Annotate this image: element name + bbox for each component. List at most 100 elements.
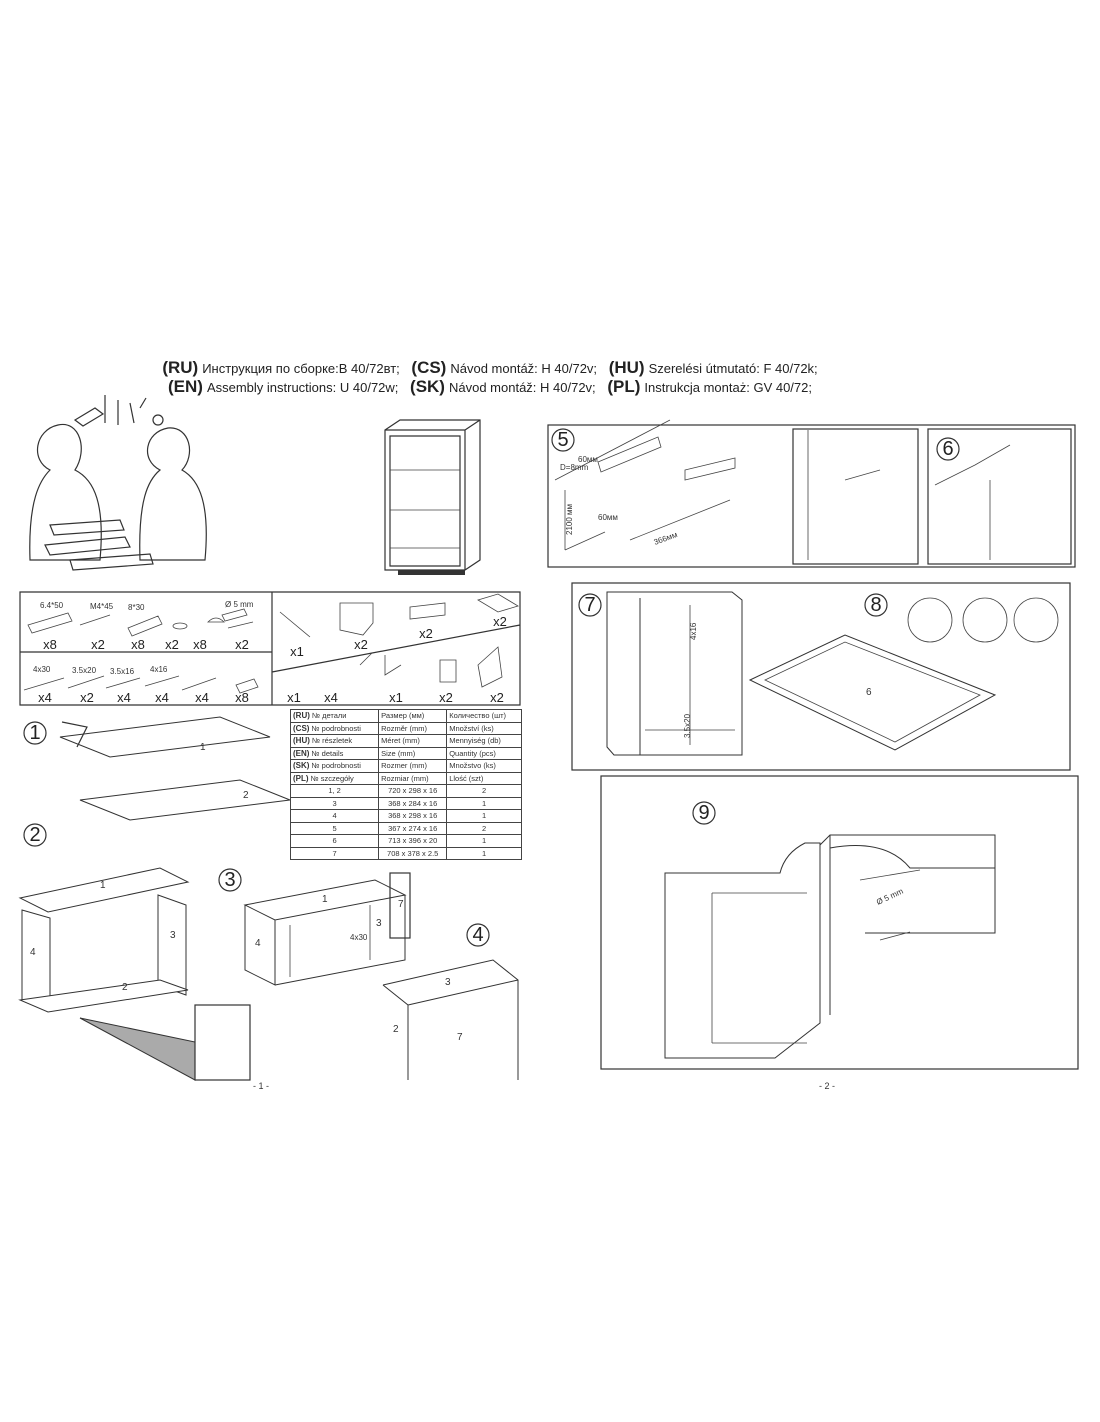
part-size: 713 x 396 x 20: [378, 834, 448, 848]
hw-count: x8: [193, 637, 207, 652]
header-detail: № podrobnosti: [311, 761, 361, 771]
lang-code: (EN): [167, 377, 203, 396]
step-number: 4: [472, 924, 483, 946]
part-number: 4: [289, 809, 380, 823]
tools-icon: [73, 395, 164, 427]
step-7-8-panel: 7 8 6 4x16 3.5x20: [571, 582, 1071, 771]
hw-count: x1: [287, 690, 301, 705]
lang-code: (PL): [293, 773, 309, 783]
step-number: 2: [29, 824, 40, 846]
header-detail: № részletek: [311, 736, 353, 746]
header-qty: Quantity (pcs): [446, 746, 522, 760]
step-number: 5: [557, 429, 568, 451]
hw-label: M4*45: [90, 602, 114, 611]
hardware-right: x1 x2 x2 x2 x1 x4 x1 x2 x2: [279, 593, 519, 705]
header-detail: № szczegóły: [310, 773, 354, 783]
part-label: 6: [866, 687, 872, 698]
hw-count: x2: [235, 637, 249, 652]
hardware-row-1: 6.4*50 M4*45 8*30 Ø 5 mm x8 x2 x8 x2 x8 …: [27, 600, 254, 652]
screw-label: 4x30: [350, 933, 368, 942]
title-line-2: (EN)Assembly instructions: U 40/72w; (SK…: [0, 377, 980, 397]
hardware-row-2: 4x30 3.5x20 3.5x16 4x16 x4 x2 x4 x4 x4 x…: [23, 665, 259, 705]
part-number: 3: [289, 796, 380, 810]
hardware-box: [19, 591, 521, 706]
hw-count: x4: [117, 690, 131, 705]
part-size: 720 x 298 x 16: [378, 784, 448, 798]
screw-label: 4x16: [689, 622, 698, 640]
title-line-1: (RU)Инструкция по сборке:В 40/72вт; (CS)…: [0, 358, 980, 378]
part-size: 368 x 284 x 16: [378, 796, 448, 810]
hw-count: x2: [419, 626, 433, 641]
lang-code: (RU): [293, 711, 310, 721]
hw-count: x8: [235, 690, 249, 705]
hw-count: x2: [493, 614, 507, 629]
title-hu: Szerelési útmutató: F 40/72k;: [648, 361, 818, 376]
part-qty: 2: [446, 821, 522, 835]
spacing-label: 60мм: [578, 455, 598, 464]
part-qty: 1: [446, 796, 522, 810]
part-qty: 1: [446, 846, 522, 860]
lang-code: (CS): [411, 358, 447, 377]
table-header-row: (CS) № podrobnosti Rozměr (mm)Množství (k…: [289, 721, 522, 735]
height-label: 2100 мм: [565, 504, 574, 535]
header-qty: Množstvo (ks): [446, 759, 522, 773]
hw-label: 3.5x16: [110, 667, 135, 676]
lang-code: (CS): [293, 723, 310, 733]
part-label: 4: [255, 938, 261, 949]
header-size: Size (mm): [378, 746, 448, 760]
header-detail: № podrobnosti: [311, 723, 361, 733]
part-label: 3: [445, 977, 451, 988]
header-size: Размер (мм): [378, 709, 448, 723]
hw-count: x2: [354, 637, 368, 652]
two-people-illustration: [29, 423, 207, 571]
hw-label: Ø 5 mm: [225, 600, 254, 609]
header-detail: № details: [311, 748, 344, 758]
header-qty: Количество (шт): [446, 709, 522, 723]
lang-code: (HU): [608, 358, 645, 377]
part-label: 2: [393, 1024, 399, 1035]
header-qty: Množství (ks): [446, 721, 522, 735]
hw-count: x4: [155, 690, 169, 705]
title-en: Assembly instructions: U 40/72w;: [206, 380, 399, 395]
part-number: 5: [289, 821, 380, 835]
title-ru: Инструкция по сборке:В 40/72вт;: [202, 361, 400, 376]
hw-label: 4x16: [150, 665, 168, 674]
lang-code: (HU): [293, 736, 310, 746]
header-size: Rozmer (mm): [378, 759, 448, 773]
part-label: 2: [122, 982, 128, 993]
width-label: 366мм: [653, 530, 679, 547]
table-header-row: (RU) № детали Размер (мм)Количество (шт): [289, 709, 522, 723]
step-1: 1 1 2: [23, 716, 291, 821]
drill-diameter-label: D=8mm: [560, 463, 589, 472]
title-pl: Instrukcja montaż: GV 40/72;: [644, 380, 812, 395]
part-number: 1, 2: [289, 784, 380, 798]
step-4: 4 3 2 7: [382, 923, 519, 1080]
hw-label: 4x30: [33, 665, 51, 674]
cabinet-overview-illustration: [384, 419, 481, 575]
step-number: 1: [29, 722, 40, 744]
page-number-left: - 1 -: [253, 1081, 270, 1091]
part-label: 2: [243, 790, 249, 801]
hw-label: 6.4*50: [40, 601, 64, 610]
header-detail: № детали: [311, 711, 347, 721]
header-size: Rozměr (mm): [378, 721, 448, 735]
part-label: 1: [100, 880, 106, 891]
part-label: 4: [30, 947, 36, 958]
step-number: 7: [584, 594, 595, 616]
step-5-panel: 5 D=8mm 60мм 60мм 2100 мм 366мм 6: [547, 419, 1076, 568]
hw-count: x1: [389, 690, 403, 705]
part-label: 1: [322, 894, 328, 905]
part-qty: 1: [446, 834, 522, 848]
page-number-right: - 2 -: [819, 1081, 836, 1091]
hw-count: x4: [195, 690, 209, 705]
hw-label: 3.5x20: [72, 666, 97, 675]
step-number: 8: [870, 594, 881, 616]
